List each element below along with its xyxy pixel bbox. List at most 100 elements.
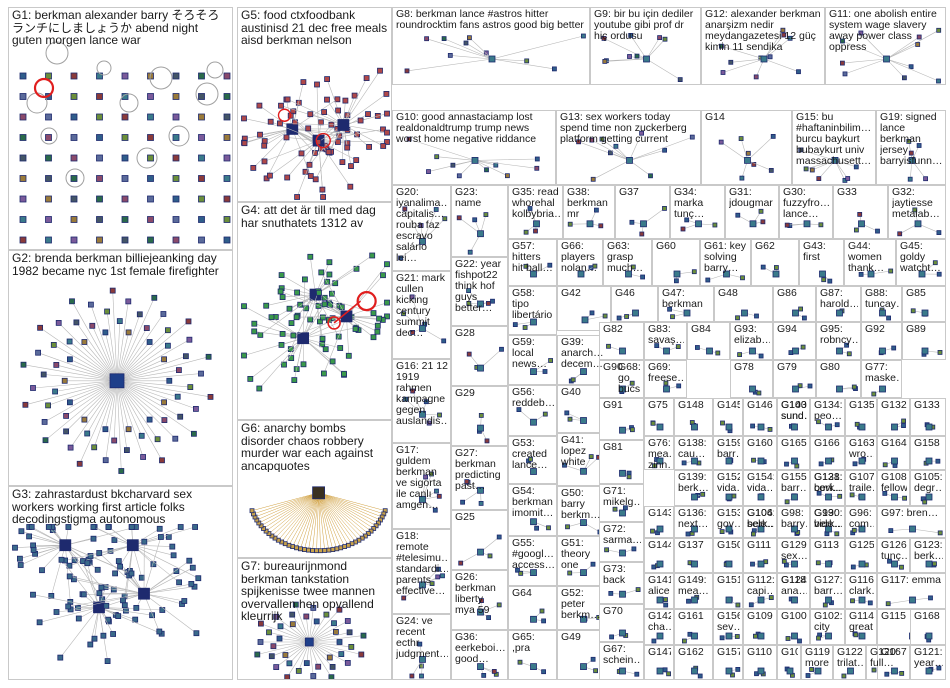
g5-node[interactable]: [384, 110, 390, 117]
g134-node[interactable]: [825, 423, 832, 431]
g11-node[interactable]: [902, 75, 907, 81]
g2-node[interactable]: [164, 342, 171, 349]
g1-node[interactable]: [45, 72, 52, 80]
g20-node[interactable]: [419, 238, 426, 245]
g125-node[interactable]: [858, 560, 866, 568]
g63-node[interactable]: [630, 264, 636, 270]
g43-node[interactable]: [821, 277, 827, 283]
g5-node[interactable]: [363, 75, 370, 81]
g3-node[interactable]: [87, 553, 94, 559]
g2-node[interactable]: [185, 318, 192, 325]
g88-node[interactable]: [886, 315, 892, 321]
g1-node[interactable]: [96, 195, 103, 203]
g56-node[interactable]: [542, 411, 548, 417]
group-panel-g14[interactable]: G14: [701, 110, 792, 185]
g31-node[interactable]: [735, 212, 741, 218]
g1-node[interactable]: [147, 236, 154, 244]
g17-node[interactable]: [423, 474, 429, 480]
g11-node[interactable]: [858, 30, 864, 36]
g81-node[interactable]: [626, 474, 632, 480]
g113-node[interactable]: [825, 560, 832, 568]
g7-node[interactable]: [289, 621, 296, 628]
g6-node[interactable]: [330, 547, 336, 552]
g14-node[interactable]: [768, 168, 774, 173]
g3-node[interactable]: [26, 533, 33, 540]
g19-node[interactable]: [923, 176, 928, 182]
g7-node[interactable]: [348, 644, 355, 650]
group-panel-g11[interactable]: G11: one abolish entire system wage slav…: [825, 7, 946, 85]
g4-node[interactable]: [374, 322, 381, 329]
g96-node[interactable]: [851, 527, 857, 533]
g160-node[interactable]: [757, 457, 765, 465]
group-panel-g109[interactable]: G109: [743, 609, 777, 645]
g1-node[interactable]: [45, 216, 52, 223]
group-panel-g23[interactable]: G23: name: [451, 185, 508, 257]
g13-node[interactable]: [589, 137, 595, 143]
g162-node[interactable]: [691, 667, 698, 675]
g83-node[interactable]: [663, 347, 670, 355]
g65-node[interactable]: [530, 663, 537, 670]
g130-node[interactable]: [825, 525, 832, 533]
group-panel-g86[interactable]: G86: [773, 286, 816, 322]
group-panel-g6[interactable]: G6: anarchy bombs disorder chaos robbery…: [237, 420, 392, 558]
g2-node[interactable]: [182, 353, 189, 360]
g3-node[interactable]: [111, 537, 118, 543]
g2-node[interactable]: [174, 393, 181, 400]
g4-node[interactable]: [297, 301, 304, 308]
g7-node[interactable]: [310, 605, 317, 611]
group-panel-g3[interactable]: G3: zahrastardust bkcharvard sex workers…: [8, 486, 233, 680]
g5-node[interactable]: [380, 143, 387, 149]
g1-node[interactable]: [223, 154, 231, 162]
g7-node[interactable]: [254, 651, 261, 658]
g71-node[interactable]: [619, 509, 626, 517]
group-panel-g77[interactable]: G77: maske…: [861, 360, 902, 398]
g7-node[interactable]: [257, 639, 264, 645]
g29-node[interactable]: [478, 412, 484, 418]
group-panel-g66[interactable]: G66: players nolan…: [557, 239, 603, 286]
g101-node[interactable]: [786, 667, 794, 675]
g53-node[interactable]: [528, 456, 533, 462]
group-panel-g146[interactable]: G146: [743, 398, 777, 436]
g35-node[interactable]: [533, 228, 538, 234]
g3-node[interactable]: [193, 630, 200, 637]
g73-node[interactable]: [619, 590, 626, 598]
group-panel-g89[interactable]: G89: [902, 322, 946, 360]
g1-node[interactable]: [223, 134, 231, 141]
g2-node[interactable]: [66, 338, 73, 345]
g3-node[interactable]: [149, 612, 156, 619]
group-panel-g97[interactable]: G97: bren…: [877, 506, 946, 538]
g62-node[interactable]: [772, 270, 780, 278]
g15-node[interactable]: [845, 176, 851, 181]
g3-node[interactable]: [189, 564, 196, 571]
g5-node[interactable]: [277, 120, 283, 127]
g55-node[interactable]: [518, 571, 524, 576]
group-panel-g141[interactable]: G141: alice: [644, 573, 674, 609]
g2-node[interactable]: [161, 399, 168, 406]
g10-node[interactable]: [450, 162, 456, 168]
g3-node[interactable]: [84, 560, 91, 567]
group-panel-g84[interactable]: G84: [687, 322, 730, 360]
g20-node[interactable]: [418, 223, 424, 228]
g1-node[interactable]: [147, 216, 154, 223]
g17-node[interactable]: [419, 496, 426, 503]
g1-node[interactable]: [70, 113, 78, 121]
g4-node[interactable]: [319, 341, 326, 348]
group-panel-g63[interactable]: G63: grasp much…: [603, 239, 652, 286]
g5-node[interactable]: [344, 144, 351, 151]
g3-node[interactable]: [128, 570, 135, 577]
group-panel-g106[interactable]: G106: sele…: [743, 506, 777, 538]
g14-node[interactable]: [745, 150, 751, 156]
g134-node[interactable]: [834, 422, 840, 428]
group-panel-g29[interactable]: G29: [451, 386, 508, 446]
g2-node[interactable]: [102, 457, 109, 464]
g2-node[interactable]: [161, 356, 168, 363]
group-panel-g145[interactable]: G145: [713, 398, 743, 436]
g44-node[interactable]: [888, 268, 894, 274]
g4-node[interactable]: [290, 332, 297, 339]
g3-node[interactable]: [141, 538, 148, 545]
g2-node[interactable]: [125, 426, 132, 433]
g117-node[interactable]: [909, 596, 916, 604]
group-panel-g138[interactable]: G138: cau…: [674, 436, 713, 470]
g32-node[interactable]: [914, 220, 922, 228]
g3-node[interactable]: [188, 581, 195, 587]
